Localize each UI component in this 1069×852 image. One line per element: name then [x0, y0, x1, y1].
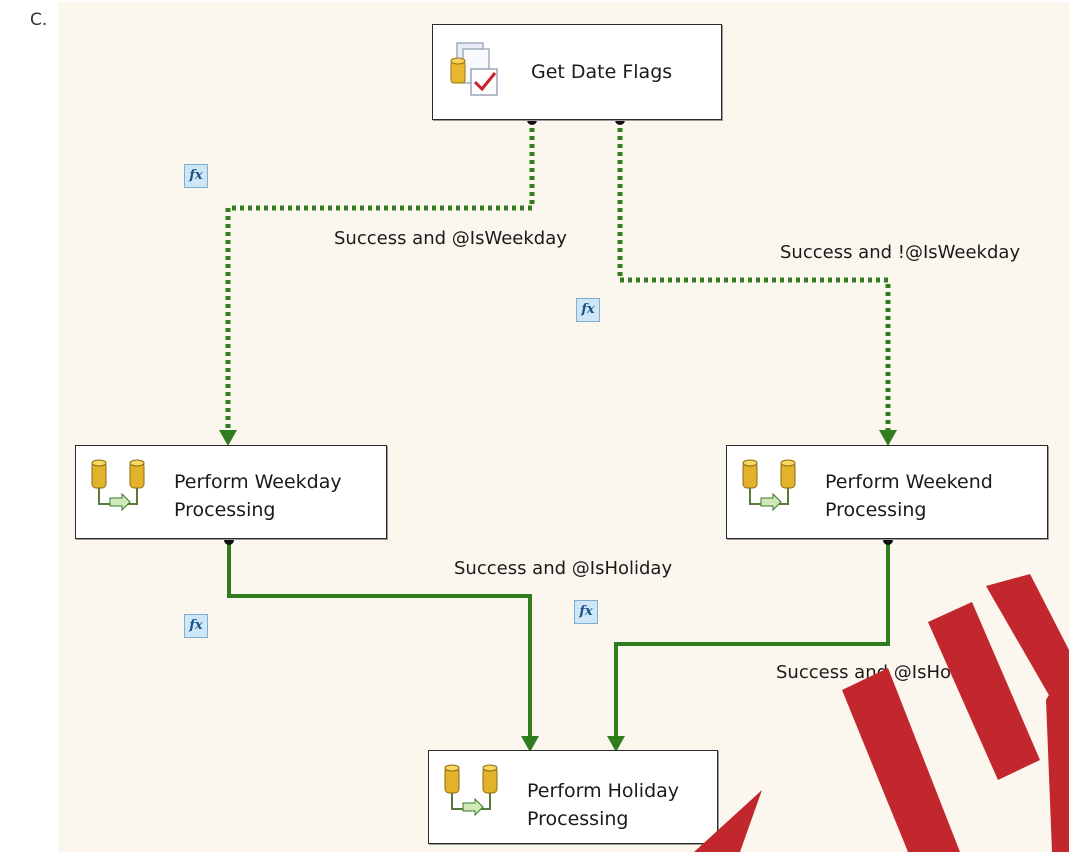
option-label: C.: [30, 10, 48, 30]
task-weekend-processing[interactable]: Perform Weekend Processing: [726, 445, 1048, 539]
task-get-date-flags[interactable]: Get Date Flags: [432, 24, 722, 120]
task-label: Perform Weekend Processing: [825, 471, 993, 521]
arrowhead-weekday: [219, 430, 237, 446]
script-task-icon: [450, 42, 498, 96]
expression-icon[interactable]: fx: [184, 164, 208, 188]
expression-icon[interactable]: fx: [576, 298, 600, 322]
constraint-label-holiday-right: Success and @IsHoliday: [776, 662, 995, 683]
constraint-label-weekday: Success and @IsWeekday: [334, 228, 567, 249]
task-holiday-processing[interactable]: Perform Holiday Processing: [428, 750, 718, 844]
data-flow-task-icon: [742, 459, 796, 512]
task-weekday-processing[interactable]: Perform Weekday Processing: [75, 445, 387, 539]
expression-icon[interactable]: fx: [574, 600, 598, 624]
arrowhead-holiday-left: [521, 736, 539, 752]
constraint-weekday[interactable]: [225, 120, 535, 432]
constraint-weekday-holiday[interactable]: [227, 540, 532, 738]
constraint-weekend-holiday[interactable]: [614, 540, 890, 738]
constraint-weekend[interactable]: [617, 120, 891, 432]
constraint-label-weekend: Success and !@IsWeekday: [780, 242, 1021, 263]
task-label: Get Date Flags: [531, 61, 673, 83]
constraint-label-holiday-left: Success and @IsHoliday: [454, 558, 673, 579]
data-flow-task-icon: [91, 459, 145, 512]
arrowhead-holiday-right: [607, 736, 625, 752]
expression-icon[interactable]: fx: [184, 614, 208, 638]
task-label: Perform Weekday Processing: [174, 471, 342, 521]
task-label: Perform Holiday Processing: [527, 780, 680, 830]
arrowhead-weekend: [879, 430, 897, 446]
data-flow-task-icon: [444, 764, 498, 817]
